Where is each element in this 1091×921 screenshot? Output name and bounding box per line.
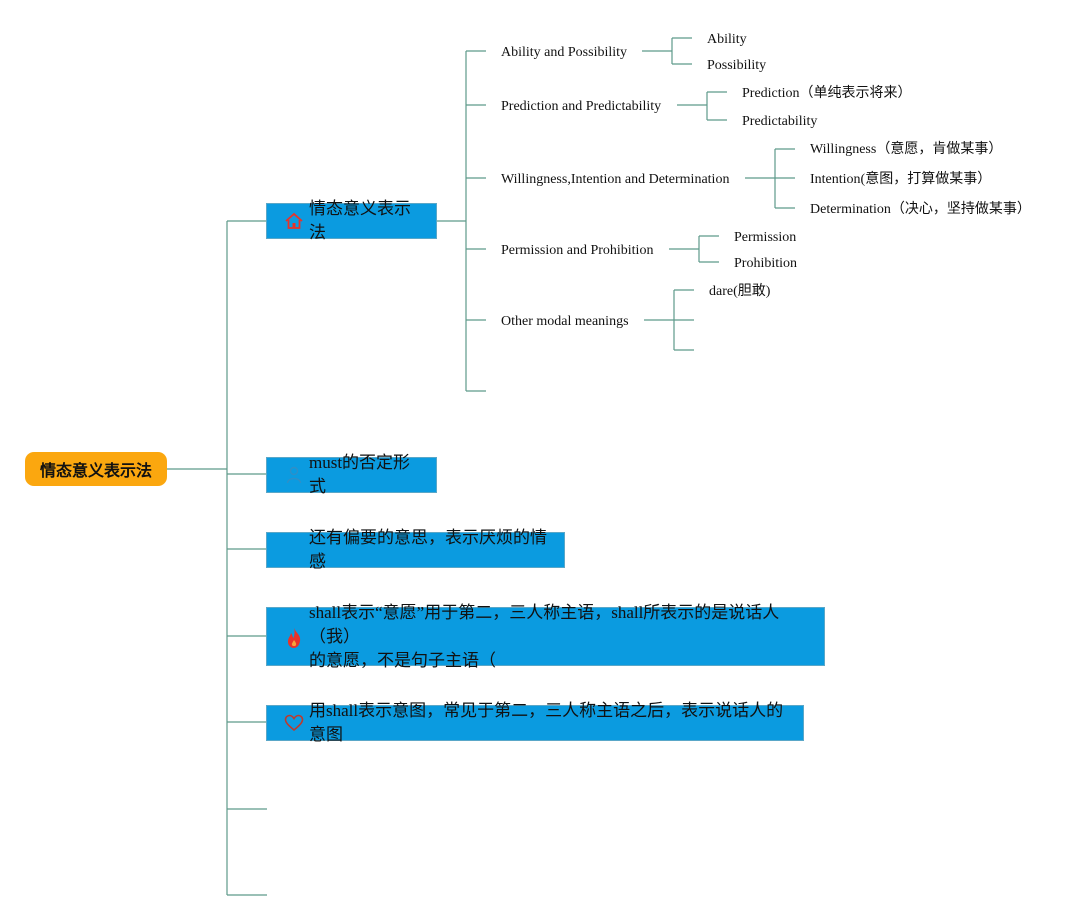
subtopic-permission-prohibition[interactable]: Permission and Prohibition [501, 243, 654, 258]
heart-icon [284, 713, 304, 733]
branch-label: 用shall表示意图，常见于第二，三人称主语之后，表示说话人的意图 [309, 701, 784, 744]
leaf-prediction[interactable]: Prediction（单纯表示将来） [742, 86, 912, 101]
branch-label: 还有偏要的意思，表示厌烦的情感 [309, 528, 547, 571]
branch-label: must的否定形式 [309, 453, 411, 496]
subtopic-willingness-intention[interactable]: Willingness,Intention and Determination [501, 172, 730, 187]
leaf-predictability[interactable]: Predictability [742, 114, 818, 129]
leaf-permission[interactable]: Permission [734, 230, 797, 245]
branch-label-wrap: shall表示“意愿”用于第二，三人称主语，shall所表示的是说话人（我） 的… [309, 601, 810, 673]
branch-topic-annoyance[interactable]: 还有偏要的意思，表示厌烦的情感 [266, 528, 565, 571]
leaf-intention[interactable]: Intention(意图，打算做某事） [810, 172, 992, 187]
leaf-determination[interactable]: Determination（决心，坚持做某事） [810, 202, 1031, 217]
leaf-ability[interactable]: Ability [707, 32, 747, 47]
branch-topic-must-negative[interactable]: must的否定形式 [266, 453, 437, 496]
subtopic-other-modal[interactable]: Other modal meanings [501, 314, 629, 329]
subtopic-ability-possibility[interactable]: Ability and Possibility [501, 45, 628, 60]
branch-topic-shall-willingness[interactable]: shall表示“意愿”用于第二，三人称主语，shall所表示的是说话人（我） 的… [266, 603, 825, 670]
flame-icon [284, 627, 304, 648]
person-icon [284, 465, 304, 485]
branch-label-line2: 的意愿，不是句子主语（ [309, 650, 496, 670]
branch-topic-shall-intention[interactable]: 用shall表示意图，常见于第二，三人称主语之后，表示说话人的意图 [266, 701, 804, 744]
branch-label: 情态意义表示法 [309, 199, 411, 242]
leaf-willingness[interactable]: Willingness（意愿，肯做某事） [810, 142, 1003, 157]
house-icon [284, 211, 304, 231]
root-topic[interactable]: 情态意义表示法 [25, 452, 167, 486]
branch-topic-modal-meanings[interactable]: 情态意义表示法 [266, 199, 437, 242]
leaf-dare[interactable]: dare(胆敢) [709, 284, 771, 299]
branch-label-line1: shall表示“意愿”用于第二，三人称主语，shall所表示的是说话人（我） [309, 602, 780, 646]
subtopic-prediction-predictability[interactable]: Prediction and Predictability [501, 99, 662, 114]
leaf-prohibition[interactable]: Prohibition [734, 256, 798, 271]
root-topic-label: 情态意义表示法 [39, 461, 152, 480]
leaf-possibility[interactable]: Possibility [707, 58, 767, 73]
